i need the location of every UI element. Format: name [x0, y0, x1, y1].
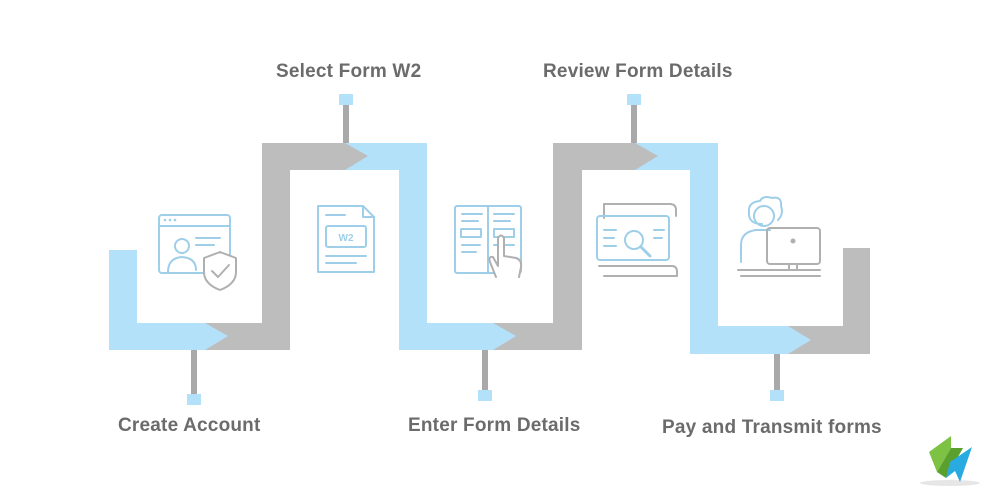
path-segment-2 [205, 143, 373, 350]
w2-icon-text: W2 [339, 233, 354, 244]
path-segment-5 [635, 143, 816, 354]
connector-stem-2 [343, 104, 349, 144]
connector-stem-5 [774, 352, 780, 392]
transmit-icon [737, 196, 821, 277]
path-segment-6 [788, 248, 870, 354]
connector-marker-3 [478, 390, 492, 401]
connector-marker-4 [627, 94, 641, 105]
connector-stem-3 [482, 350, 488, 392]
w2-form-icon [317, 205, 375, 273]
connector-stem-4 [631, 104, 637, 144]
step-label-enter-form-details: Enter Form Details [408, 415, 581, 436]
path-segment-4 [493, 143, 663, 350]
connector-marker-1 [187, 394, 201, 405]
path-segment-3 [345, 143, 521, 350]
connector-marker-2 [339, 94, 353, 105]
path-segment-1 [109, 250, 233, 350]
brand-logo-icon [920, 436, 980, 486]
step-label-select-form-w2: Select Form W2 [276, 61, 422, 82]
connector-stem-1 [191, 350, 197, 395]
review-details-icon [596, 203, 678, 277]
connectors [187, 94, 784, 405]
step-label-create-account: Create Account [118, 415, 261, 436]
connector-marker-5 [770, 390, 784, 401]
step-label-review-form-details: Review Form Details [543, 61, 733, 82]
step-label-pay-and-transmit: Pay and Transmit forms [662, 417, 882, 438]
enter-details-icon [454, 205, 523, 278]
zigzag-path [109, 143, 870, 354]
create-account-icon [158, 214, 237, 291]
